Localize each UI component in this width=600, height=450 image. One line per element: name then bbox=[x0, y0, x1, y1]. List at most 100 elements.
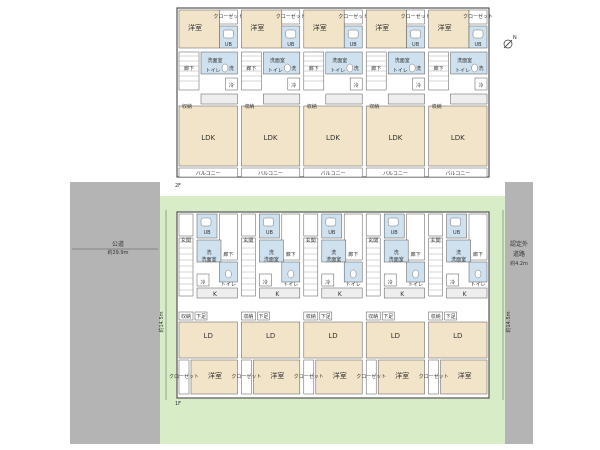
ub-label: UB bbox=[287, 42, 295, 48]
toilet-label: トイレ bbox=[470, 282, 485, 288]
bedroom-label: 洋室 bbox=[313, 23, 327, 32]
ub-label: UB bbox=[328, 230, 336, 236]
bedroom-label: 洋室 bbox=[208, 371, 222, 380]
shoe-box-label: 下足 bbox=[258, 314, 268, 320]
washroom-label: 洗面室 bbox=[201, 256, 216, 263]
toilet-label: トイレ bbox=[455, 68, 470, 74]
fridge-label: 冷 bbox=[388, 279, 393, 286]
ldk-label: LDK bbox=[388, 134, 402, 142]
storage-label: 収納 bbox=[369, 103, 379, 110]
first-floor-unit: 玄関UB洗洗面室廊下トイレ冷K収納下足LDクローゼット洋室 bbox=[294, 213, 363, 395]
first-floor-unit: 玄関UB洗洗面室廊下トイレ冷K収納下足LDクローゼット洋室 bbox=[356, 213, 425, 395]
storage-label: 収納 bbox=[181, 313, 191, 320]
ub-label: UB bbox=[453, 230, 461, 236]
washer-label: 洗 bbox=[206, 249, 211, 256]
storage-label: 収納 bbox=[431, 313, 441, 320]
fridge-label: 冷 bbox=[416, 82, 421, 89]
shoe-box-label: 下足 bbox=[446, 314, 456, 320]
washer-label: 洗 bbox=[331, 249, 336, 256]
storage-label: 収納 bbox=[244, 103, 254, 110]
hallway-label: 廊下 bbox=[286, 251, 296, 258]
washroom-label: 洗面室 bbox=[326, 256, 341, 263]
closet-label: クローゼット bbox=[169, 373, 199, 380]
compass-label: N bbox=[513, 35, 517, 41]
first-floor-unit: 玄関UB洗洗面室廊下トイレ冷K収納下足LDクローゼット洋室 bbox=[419, 213, 488, 395]
hallway-label: 廊下 bbox=[348, 251, 358, 258]
washroom-label: 洗面室 bbox=[457, 57, 472, 64]
balcony-label: バルコニー bbox=[196, 171, 221, 177]
hallway-label: 廊下 bbox=[246, 65, 256, 72]
bedroom-label: 洋室 bbox=[188, 23, 202, 32]
washer-label: 洗 bbox=[354, 65, 359, 72]
shoe-box-label: 下足 bbox=[321, 314, 331, 320]
entrance-label: 玄関 bbox=[306, 237, 316, 244]
closet-label: クローゼット bbox=[231, 373, 261, 380]
storage-label: 収納 bbox=[368, 313, 378, 320]
private-road-label-2: 道路 bbox=[513, 250, 525, 258]
hallway-label: 廊下 bbox=[371, 65, 381, 72]
entrance-label: 玄関 bbox=[243, 237, 253, 244]
bedroom-label: 洋室 bbox=[458, 371, 472, 380]
closet-label: クローゼット bbox=[401, 13, 431, 20]
public-road bbox=[70, 182, 160, 444]
fridge-label: 冷 bbox=[263, 279, 268, 286]
washer-label: 洗 bbox=[456, 249, 461, 256]
ld-label: LD bbox=[204, 332, 213, 340]
ld-label: LD bbox=[266, 332, 275, 340]
washroom-label: 洗面室 bbox=[395, 57, 410, 64]
fridge-label: 冷 bbox=[478, 82, 483, 89]
hallway-label: 廊下 bbox=[473, 251, 483, 258]
closet-label: クローゼット bbox=[419, 373, 449, 380]
kitchen-label: K bbox=[463, 291, 468, 298]
closet-label: クローゼット bbox=[463, 13, 493, 20]
ld-label: LD bbox=[391, 332, 400, 340]
public-road-width: 約29.9m bbox=[107, 249, 128, 256]
first-floor-label: 1F bbox=[175, 401, 181, 407]
fridge-label: 冷 bbox=[354, 82, 359, 89]
washer-label: 洗 bbox=[269, 249, 274, 256]
closet-label: クローゼット bbox=[356, 373, 386, 380]
compass-icon: N bbox=[503, 35, 517, 49]
shoe-box-label: 下足 bbox=[383, 314, 393, 320]
ub-label: UB bbox=[203, 230, 211, 236]
balcony-label: バルコニー bbox=[445, 171, 470, 177]
public-road-label: 公道 bbox=[112, 240, 124, 248]
ldk-label: LDK bbox=[201, 134, 215, 142]
second-floor-unit: 洋室クローゼットUB廊下洗面室トイレ洗冷収納LDKバルコニー bbox=[365, 9, 431, 178]
ld-label: LD bbox=[453, 332, 462, 340]
ub-label: UB bbox=[412, 42, 420, 48]
bedroom-label: 洋室 bbox=[333, 371, 347, 380]
bedroom-label: 洋室 bbox=[270, 371, 284, 380]
ldk-label: LDK bbox=[326, 134, 340, 142]
toilet-label: トイレ bbox=[283, 282, 298, 288]
first-floor-unit: 玄関UB洗洗面室廊下トイレ冷K収納下足LDクローゼット洋室 bbox=[231, 213, 301, 395]
closet-label: クローゼット bbox=[338, 13, 368, 20]
bedroom-label: 洋室 bbox=[438, 23, 452, 32]
left-depth-label: 約14.5m bbox=[158, 311, 165, 332]
closet-label: クローゼット bbox=[294, 373, 324, 380]
second-floor-plan: 洋室クローゼットUB廊下洗面室トイレ洗冷収納LDKバルコニー洋室クローゼットUB… bbox=[176, 7, 493, 178]
ld-label: LD bbox=[328, 332, 337, 340]
private-road bbox=[505, 182, 533, 444]
hallway-label: 廊下 bbox=[434, 65, 444, 72]
second-floor-label: 2F bbox=[175, 183, 181, 189]
fridge-label: 冷 bbox=[450, 279, 455, 286]
toilet-label: トイレ bbox=[221, 282, 236, 288]
second-floor-unit: 洋室クローゼットUB廊下洗面室トイレ洗冷収納LDKバルコニー bbox=[178, 9, 243, 178]
entrance-label: 玄関 bbox=[181, 237, 191, 244]
washroom-label: 洗面室 bbox=[332, 57, 347, 64]
washer-label: 洗 bbox=[416, 65, 421, 72]
bedroom-label: 洋室 bbox=[395, 371, 409, 380]
ldk-label: LDK bbox=[451, 134, 465, 142]
kitchen-label: K bbox=[400, 291, 405, 298]
washer-label: 洗 bbox=[394, 249, 399, 256]
washer-label: 洗 bbox=[229, 65, 234, 72]
hallway-label: 廊下 bbox=[184, 65, 194, 72]
entrance-label: 玄関 bbox=[368, 237, 378, 244]
storage-label: 収納 bbox=[182, 103, 192, 110]
second-floor-unit: 洋室クローゼットUB廊下洗面室トイレ洗冷収納LDKバルコニー bbox=[241, 9, 306, 178]
storage-label: 収納 bbox=[307, 103, 317, 110]
washroom-label: 洗面室 bbox=[451, 256, 466, 263]
toilet-label: トイレ bbox=[408, 282, 423, 288]
